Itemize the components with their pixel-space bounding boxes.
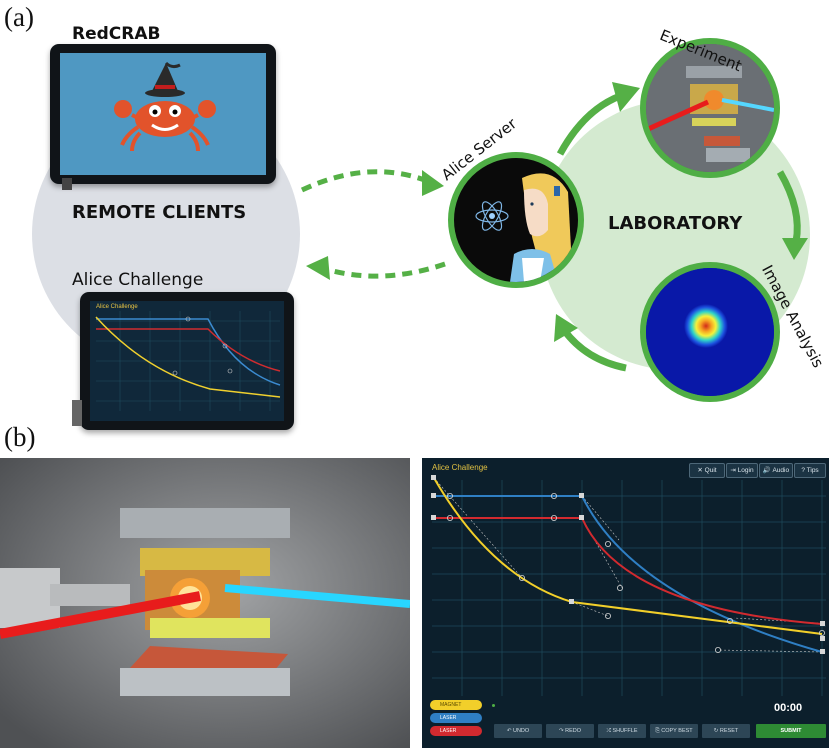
copy-best-button[interactable]: ⎘ COPY BEST (650, 724, 698, 738)
tablet-stand (62, 178, 72, 190)
submit-button[interactable]: SUBMIT (756, 724, 826, 738)
experiment-node[interactable] (640, 38, 780, 178)
close-icon: ✕ (697, 467, 703, 474)
magnet-curve[interactable] (433, 477, 823, 635)
image-analysis-node[interactable] (640, 262, 780, 402)
shuffle-icon: ⤮ (606, 728, 611, 734)
tips-button[interactable]: ? Tips (794, 463, 826, 478)
game-title: Alice Challenge (432, 463, 488, 472)
redcrab-title: RedCRAB (72, 24, 161, 44)
reset-button[interactable]: ↻ RESET (702, 724, 750, 738)
copy-icon: ⎘ (655, 728, 660, 734)
panel-a-label: (a) (4, 2, 34, 32)
anchor-points[interactable] (431, 475, 825, 654)
speaker-icon: 🔊 (762, 467, 771, 474)
laser-red-curve[interactable] (434, 517, 823, 625)
legend-magnet[interactable]: MAGNET (430, 700, 482, 710)
login-icon: ⇥ (730, 467, 736, 474)
reset-icon: ↻ (713, 728, 719, 734)
apparatus-render-image (0, 458, 410, 748)
undo-icon: ↶ (506, 728, 512, 734)
legend-laser-red[interactable]: LASER (430, 726, 482, 736)
panel-b-label: (b) (4, 422, 36, 452)
plot-grid (432, 480, 826, 696)
control-points[interactable] (446, 493, 825, 653)
crab-logo-icon (114, 61, 216, 152)
experiment-apparatus-icon (646, 44, 774, 172)
client-server-arrows (300, 169, 446, 280)
lab-cycle-arrows (554, 82, 808, 372)
mini-screen-title: Alice Challenge (96, 304, 138, 310)
alice-challenge-game[interactable]: Alice Challenge ✕ Quit ⇥ Login 🔊 Audio ?… (422, 458, 829, 748)
alice-figure-icon (475, 173, 572, 282)
shuffle-button[interactable]: ⤮ SHUFFLE (598, 724, 646, 738)
redo-icon: ↷ (558, 728, 564, 734)
redo-button[interactable]: ↷ REDO (546, 724, 594, 738)
timer: 00:00 (774, 702, 803, 714)
mini-curve-plot (95, 311, 281, 411)
laser-blue-curve[interactable] (434, 495, 823, 653)
apparatus-render (0, 458, 410, 748)
tablet-stand-2 (72, 400, 82, 426)
alice-challenge-tablet[interactable]: Alice Challenge (80, 292, 294, 430)
alice-server-node[interactable] (448, 152, 584, 288)
login-button[interactable]: ⇥ Login (726, 463, 758, 478)
help-icon: ? (801, 467, 805, 474)
redcrab-tablet[interactable] (50, 44, 276, 184)
audio-button[interactable]: 🔊 Audio (759, 463, 793, 478)
quit-button[interactable]: ✕ Quit (689, 463, 725, 478)
remote-clients-label: REMOTE CLIENTS (72, 202, 247, 223)
alice-challenge-title: Alice Challenge (72, 270, 204, 290)
control-curve-plot[interactable] (422, 458, 829, 708)
undo-button[interactable]: ↶ UNDO (494, 724, 542, 738)
beam-profile-image (646, 268, 774, 396)
legend-laser-blue[interactable]: LASER (430, 713, 482, 723)
laboratory-label: LABORATORY (608, 213, 743, 234)
status-dot (492, 704, 495, 707)
